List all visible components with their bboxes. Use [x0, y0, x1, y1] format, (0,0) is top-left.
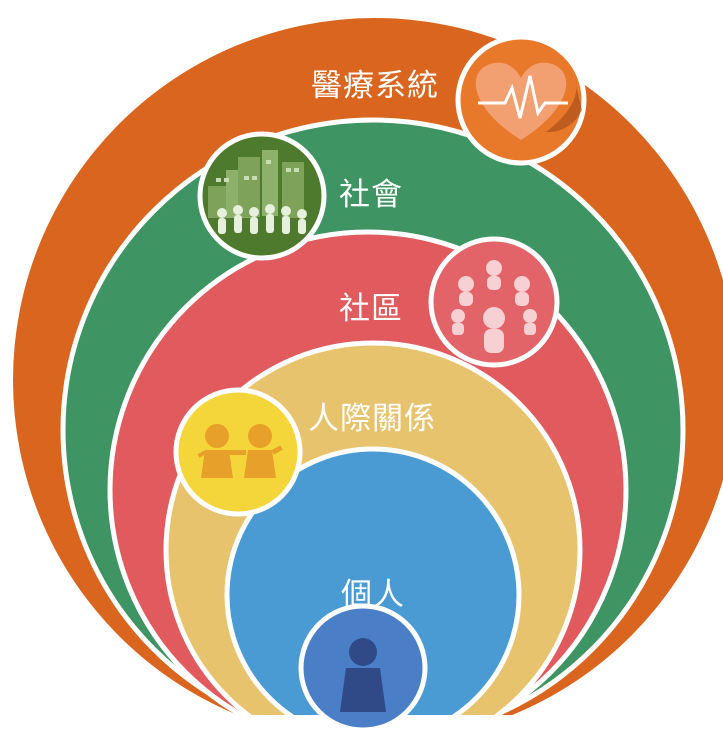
- interpersonal-label: 人際關係: [308, 401, 436, 437]
- society-label: 社會: [339, 177, 403, 213]
- person-icon: [298, 603, 428, 733]
- city-crowd-icon: [197, 131, 327, 261]
- people-group-icon: [428, 236, 560, 368]
- community-label: 社區: [339, 291, 403, 327]
- individual-ring: [224, 446, 522, 715]
- individual-label: 個人: [341, 577, 405, 613]
- heart-pulse-icon: [455, 34, 587, 166]
- healthcare-system-label: 醫療系統: [311, 68, 439, 104]
- two-people-icon: [173, 387, 303, 517]
